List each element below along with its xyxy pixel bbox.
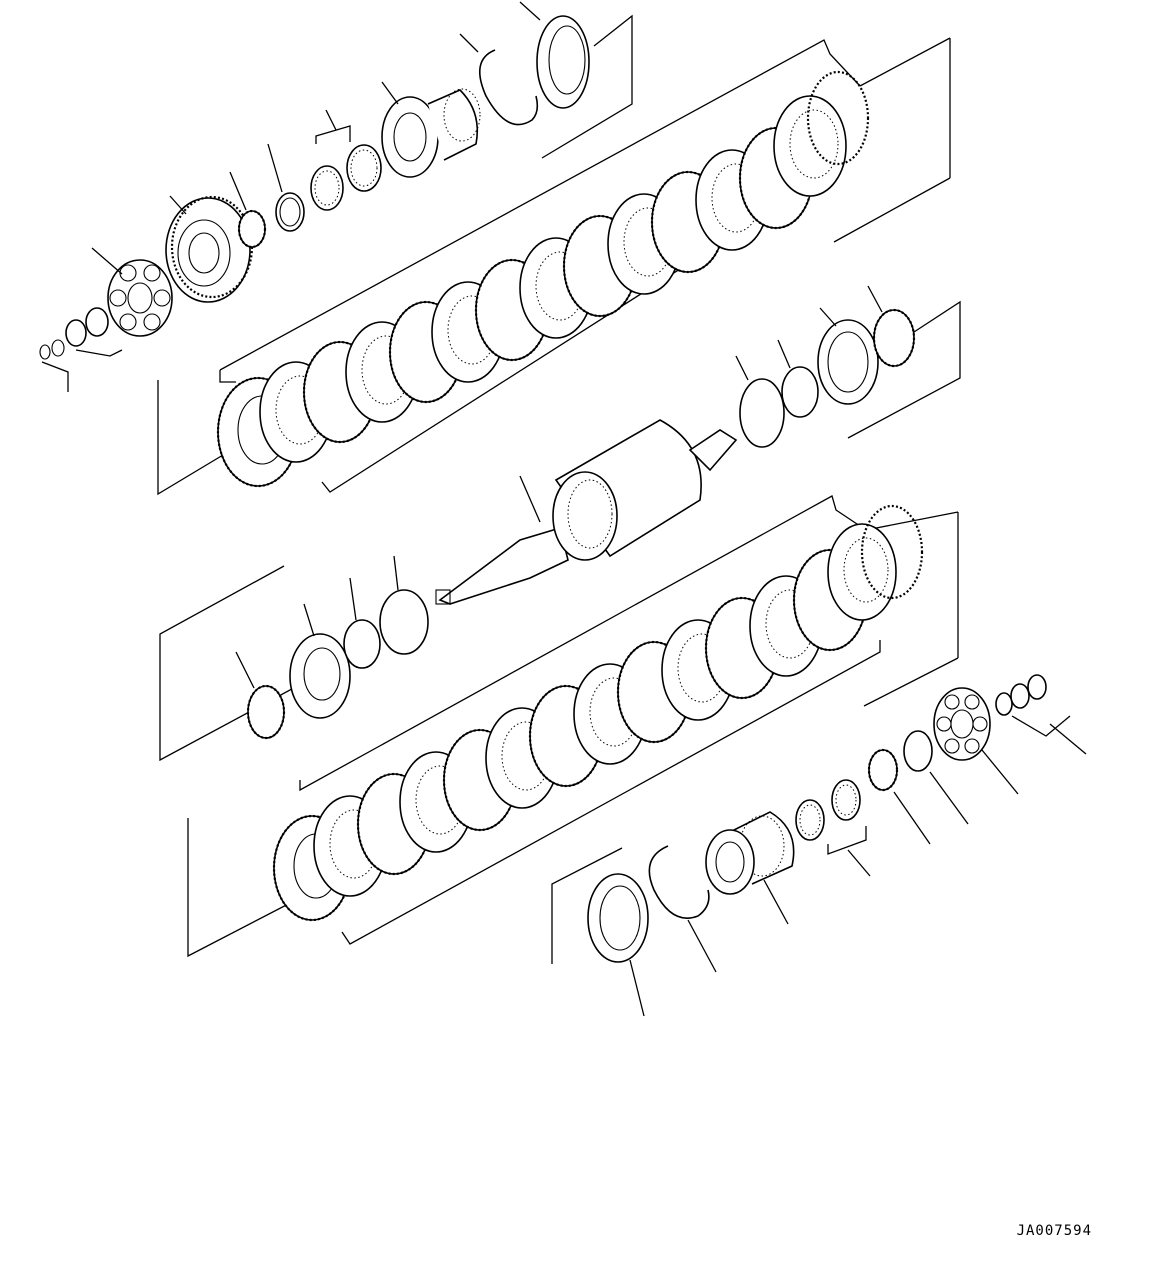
upper-thrust-washer	[519, 1, 633, 159]
upper-needle-bearings	[310, 109, 382, 211]
lower-thrust-washer	[551, 847, 649, 1017]
center-shaft-drum	[435, 419, 738, 605]
lower-left-seal-rings	[159, 555, 429, 762]
upper-clutch-plates	[216, 70, 870, 488]
upper-ball-bearing	[91, 247, 173, 337]
upper-output-gear	[165, 195, 254, 303]
drawing-id: JA007594	[1016, 1223, 1092, 1239]
lower-spacer-rings	[867, 730, 969, 845]
upper-clutch-pack	[157, 37, 951, 496]
upper-hub-gear	[381, 81, 481, 178]
upper-snap-ring-set	[39, 307, 123, 392]
lower-hub-gear	[705, 811, 795, 925]
lower-snap-ring-set	[995, 674, 1087, 755]
upper-spacer-rings	[229, 143, 305, 249]
upper-snap-ring-open	[459, 33, 539, 126]
lower-ball-bearing	[933, 687, 1019, 795]
lower-clutch-plates	[272, 504, 924, 922]
upper-right-seal-rings	[735, 285, 961, 448]
lower-needle-bearings	[795, 779, 871, 877]
lower-snap-ring-open	[648, 845, 717, 973]
lower-clutch-pack	[187, 495, 959, 958]
